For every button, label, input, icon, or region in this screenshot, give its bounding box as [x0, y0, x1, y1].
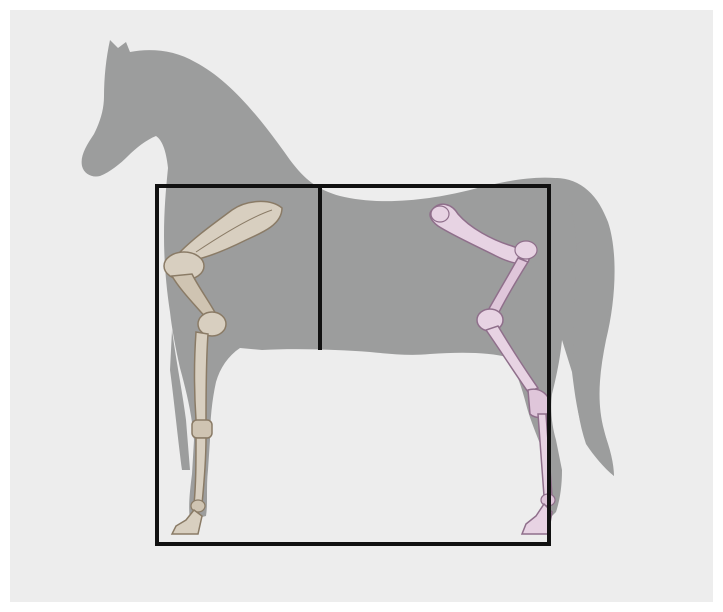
horse-proportion-diagram	[0, 0, 723, 612]
diagram-stage	[0, 0, 723, 612]
